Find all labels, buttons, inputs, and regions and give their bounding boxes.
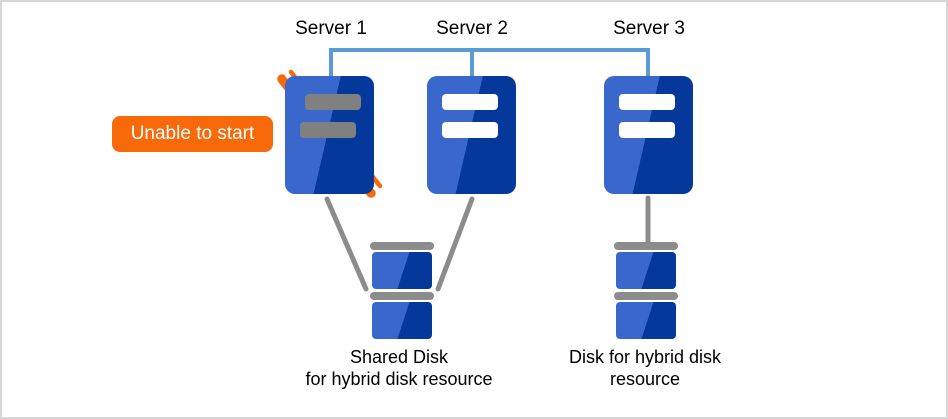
drive-bay-panel bbox=[300, 122, 356, 138]
unable-to-start-callout: Unable to start bbox=[112, 116, 273, 152]
disk-platter-bar bbox=[370, 242, 434, 250]
drive-bay-panel bbox=[442, 94, 498, 110]
drive-bay-panel bbox=[305, 94, 361, 110]
drive-bay-panel bbox=[442, 122, 498, 138]
shared-disk-label: Shared Disk for hybrid disk resource bbox=[279, 346, 519, 390]
server-icon bbox=[604, 76, 693, 194]
disk-body bbox=[372, 302, 432, 339]
server-1-label: Server 1 bbox=[295, 18, 367, 39]
drive-bay-panel bbox=[619, 94, 675, 110]
hybrid-disk-label-line1: Disk for hybrid disk bbox=[568, 347, 722, 367]
drive-bay-panel bbox=[619, 122, 675, 138]
disk-body bbox=[616, 252, 676, 289]
disk-platter-bar bbox=[614, 242, 678, 250]
disk-body bbox=[616, 302, 676, 339]
hybrid-disk-label-line2: resource bbox=[609, 369, 681, 389]
interconnect-line bbox=[329, 48, 650, 76]
server-2-label: Server 2 bbox=[436, 18, 508, 39]
disk-platter-bar bbox=[614, 292, 678, 300]
server-icon bbox=[427, 76, 516, 194]
server-3-label: Server 3 bbox=[613, 18, 685, 39]
shared-disk-label-line2: for hybrid disk resource bbox=[305, 369, 493, 389]
hybrid-disk-label: Disk for hybrid disk resource bbox=[525, 346, 765, 390]
server-icon bbox=[285, 76, 374, 194]
disk-platter-bar bbox=[370, 292, 434, 300]
disk-body bbox=[372, 252, 432, 289]
shared-disk-label-line1: Shared Disk bbox=[349, 347, 449, 367]
